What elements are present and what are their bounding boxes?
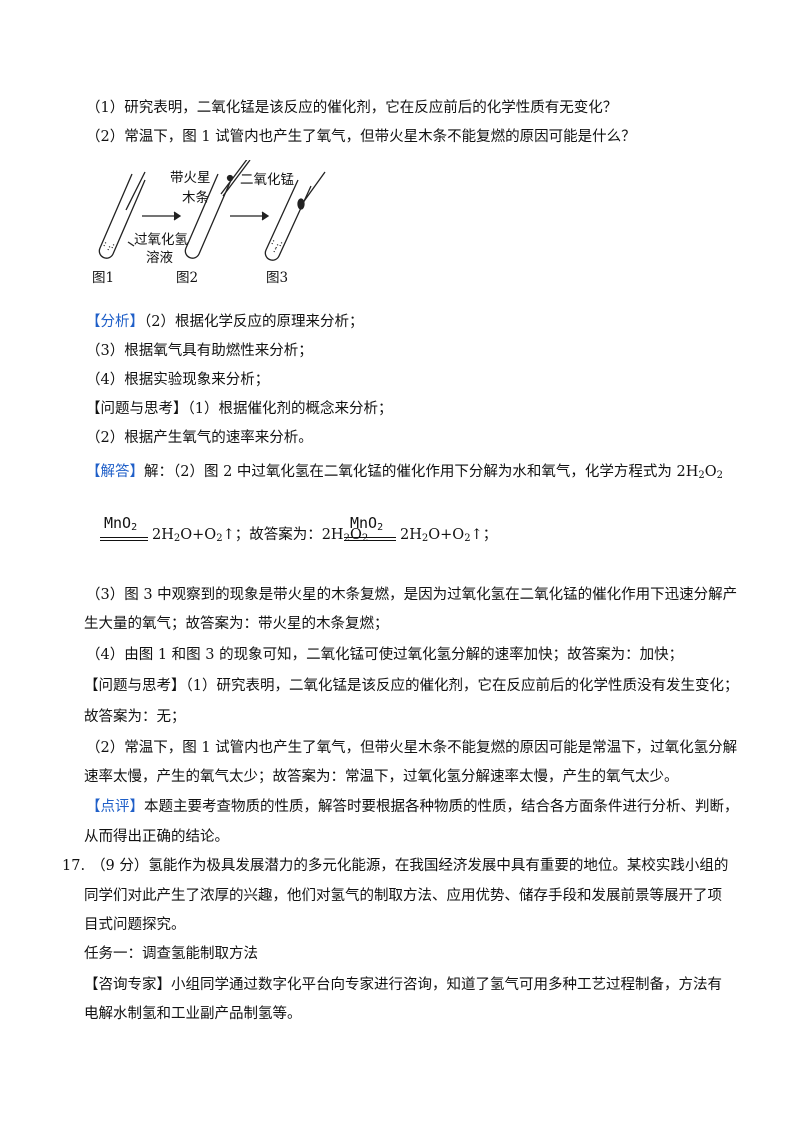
label-splint-1: 带火星 [170, 170, 211, 186]
label-splint-2: 木条 [182, 190, 209, 206]
glowing-splint-3 [301, 171, 326, 205]
label-h2o2-1: 过氧化氢 [134, 232, 188, 248]
test-tube-3 [264, 179, 312, 261]
q17-line-5: 【咨询专家】小组同学通过数字化平台向专家进行咨询，知道了氢气可用多种工艺过程制备… [84, 977, 722, 993]
analysis-line-3: （4）根据实验现象来分析； [86, 372, 270, 388]
catalyst-label-1: MnO2 [104, 514, 138, 533]
q17-line-6: 电解水制氢和工业副产品制氢等。 [84, 1006, 302, 1022]
test-tube-1 [98, 173, 146, 259]
answer-line-6: 【问题与思考】（1）研究表明，二氧化锰是该反应的催化剂，它在反应前后的化学性质没… [84, 678, 739, 694]
analysis-line-5: （2）根据产生氧气的速率来分析。 [86, 430, 313, 446]
glowing-splint-1 [125, 171, 146, 211]
answer-line-1: 【解答】解：（2）图 2 中过氧化氢在二氧化锰的催化作用下分解为水和氧气，化学方… [86, 464, 724, 481]
question-1: （1）研究表明，二氧化锰是该反应的催化剂，它在反应前后的化学性质有无变化？ [86, 100, 618, 116]
fig1-caption: 图1 [92, 270, 115, 286]
analysis-line-2: （3）根据氧气具有助燃性来分析； [86, 343, 313, 359]
equation-text-2: 2H2O+O2↑； [400, 527, 498, 544]
test-tube-diagram [98, 160, 326, 261]
fig3-caption: 图3 [266, 270, 289, 286]
label-mno2: 二氧化锰 [240, 172, 294, 188]
answer-line-4: 生大量的氧气；故答案为：带火星的木条复燃； [84, 616, 389, 632]
answer-line-5: （4）由图 1 和图 3 的现象可知，二氧化锰可使过氧化氢分解的速率加快；故答案… [86, 647, 684, 663]
q17-line-2: 同学们对此产生了浓厚的兴趣，他们对氢气的制取方法、应用优势、储存手段和发展前景等… [84, 888, 722, 904]
test-tube-2 [184, 173, 232, 259]
answer-line-3: （3）图 3 中观察到的现象是带火星的木条复燃，是因为过氧化氢在二氧化锰的催化作… [86, 587, 738, 603]
q17-line-4: 任务一：调查氢能制取方法 [84, 946, 258, 962]
glowing-splint-2 [222, 160, 251, 197]
q17-line-3: 目式问题探究。 [84, 917, 186, 933]
label-h2o2-2: 溶液 [146, 250, 173, 266]
answer-line-7: 故答案为：无； [84, 709, 186, 725]
comment-tag: 【点评】 [86, 799, 144, 815]
experiment-figure: 带火星 木条 二氧化锰 过氧化氢 溶液 图1 图2 图3 [90, 160, 330, 290]
comment-line-1: 【点评】本题主要考查物质的性质，解答时要根据各种物质的性质，结合各方面条件进行分… [86, 799, 739, 815]
answer-line-8: （2）常温下，图 1 试管内也产生了氧气，但带火星木条不能复燃的原因可能是常温下… [86, 740, 738, 756]
analysis-line-4: 【问题与思考】（1）根据催化剂的概念来分析； [86, 401, 393, 417]
analysis-line-1: 【分析】（2）根据化学反应的原理来分析； [86, 314, 364, 330]
analysis-tag: 【分析】 [86, 314, 144, 330]
answer-tag: 【解答】 [86, 464, 144, 480]
equation-text-1: 2H2O+O2↑；故答案为：2H2O2 [152, 527, 369, 544]
comment-line-2: 从而得出正确的结论。 [84, 829, 229, 845]
answer-line-9: 速率太慢，产生的氧气太少；故答案为：常温下，过氧化氢分解速率太慢，产生的氧气太少… [84, 769, 679, 785]
q17-number: 17. [62, 858, 86, 874]
fig2-caption: 图2 [176, 270, 199, 286]
catalyst-label-2: MnO2 [350, 514, 384, 533]
q17-line-1: 17.（9 分）氢能作为极具发展潜力的多元化能源，在我国经济发展中具有重要的地位… [62, 858, 729, 874]
question-2: （2）常温下，图 1 试管内也产生了氧气，但带火星木条不能复燃的原因可能是什么？ [86, 129, 636, 145]
